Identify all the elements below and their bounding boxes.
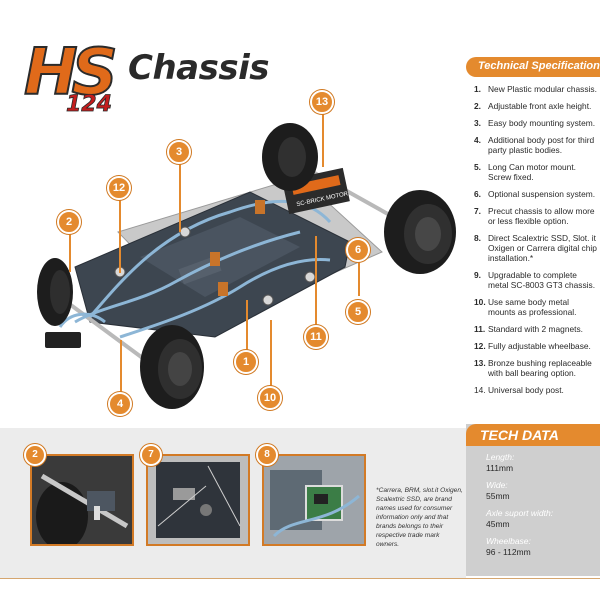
callout-line bbox=[179, 162, 181, 232]
callout-12: 12 bbox=[107, 176, 131, 200]
spec-item: 8.Direct Scalextric SSD, Slot. it Oxigen… bbox=[474, 233, 597, 263]
brand-footnote: *Carrera, BRM, slot.it Oxigen, Scalextri… bbox=[376, 487, 463, 548]
tech-wide: Wide: 55mm bbox=[486, 480, 510, 501]
callout-10: 10 bbox=[258, 386, 282, 410]
logo-letters: HS bbox=[23, 35, 119, 111]
chassis-photo: SC-BRICK MOTOR bbox=[0, 82, 466, 422]
spec-item: 13.Bronze bushing replaceable with ball … bbox=[474, 358, 592, 378]
spec-title: Technical Specifications bbox=[478, 60, 600, 72]
spec-list: 1.New Plastic modular chassis. 2.Adjusta… bbox=[474, 84, 598, 402]
page-title: Chassis bbox=[128, 48, 269, 88]
detail-thumbnail-7 bbox=[146, 454, 250, 546]
spec-item: 7.Precut chassis to allow more or less f… bbox=[474, 206, 595, 226]
callout-2: 2 bbox=[57, 210, 81, 234]
spec-item: 6.Optional suspension system. bbox=[474, 189, 596, 199]
callout-line bbox=[315, 236, 317, 326]
logo-number: 124 bbox=[66, 92, 113, 118]
callout-line bbox=[358, 260, 360, 296]
rear-left-wheel bbox=[262, 123, 318, 191]
thumb-badge-8: 8 bbox=[256, 444, 278, 466]
callout-line bbox=[120, 340, 122, 392]
spec-item: 5.Long Can motor mount. Screw fixed. bbox=[474, 162, 576, 182]
rear-right-wheel bbox=[384, 190, 456, 274]
callout-4: 4 bbox=[108, 392, 132, 416]
tech-data-title: TECH DATA bbox=[480, 427, 559, 443]
tech-wheelbase: Wheelbase: 96 - 112mm bbox=[486, 536, 531, 557]
callout-11: 11 bbox=[304, 325, 328, 349]
hs124-logo: HS 124 bbox=[22, 35, 122, 122]
spec-item: 14.Universal body post. bbox=[474, 385, 564, 395]
spec-header: Technical Specifications bbox=[466, 57, 600, 77]
callout-5: 5 bbox=[346, 300, 370, 324]
callout-line bbox=[119, 198, 121, 273]
callout-line bbox=[69, 232, 71, 272]
tech-data-panel: TECH DATA Length: 111mm Wide: 55mm Axle … bbox=[466, 424, 600, 576]
callout-line bbox=[246, 300, 248, 350]
callout-line bbox=[270, 320, 272, 386]
tech-data-header: TECH DATA bbox=[466, 424, 600, 446]
spec-item: 2.Adjustable front axle height. bbox=[474, 101, 592, 111]
spec-item: 1.New Plastic modular chassis. bbox=[474, 84, 597, 94]
callout-1: 1 bbox=[234, 350, 258, 374]
tech-length: Length: 111mm bbox=[486, 452, 515, 473]
detail-thumbnail-2 bbox=[30, 454, 134, 546]
spec-item: 4.Additional body post for third party p… bbox=[474, 135, 595, 155]
bottom-divider bbox=[0, 578, 600, 579]
thumb-badge-7: 7 bbox=[140, 444, 162, 466]
spec-item: 10.Use same body metal mounts as profess… bbox=[474, 297, 577, 317]
callout-3: 3 bbox=[167, 140, 191, 164]
spec-item: 11.Standard with 2 magnets. bbox=[474, 324, 583, 334]
spec-item: 3.Easy body mounting system. bbox=[474, 118, 596, 128]
tech-axle-width: Axle suport width: 45mm bbox=[486, 508, 554, 529]
callout-line bbox=[322, 112, 324, 167]
front-left-wheel bbox=[37, 258, 73, 326]
front-right-wheel bbox=[140, 325, 204, 409]
callout-6: 6 bbox=[346, 238, 370, 262]
spec-item: 9.Upgradable to complete metal SC-8003 G… bbox=[474, 270, 596, 290]
thumb-badge-2: 2 bbox=[24, 444, 46, 466]
callout-13: 13 bbox=[310, 90, 334, 114]
spec-item: 12.Fully adjustable wheelbase. bbox=[474, 341, 591, 351]
chassis-illustration: SC-BRICK MOTOR bbox=[37, 123, 456, 409]
detail-thumbnail-8 bbox=[262, 454, 366, 546]
